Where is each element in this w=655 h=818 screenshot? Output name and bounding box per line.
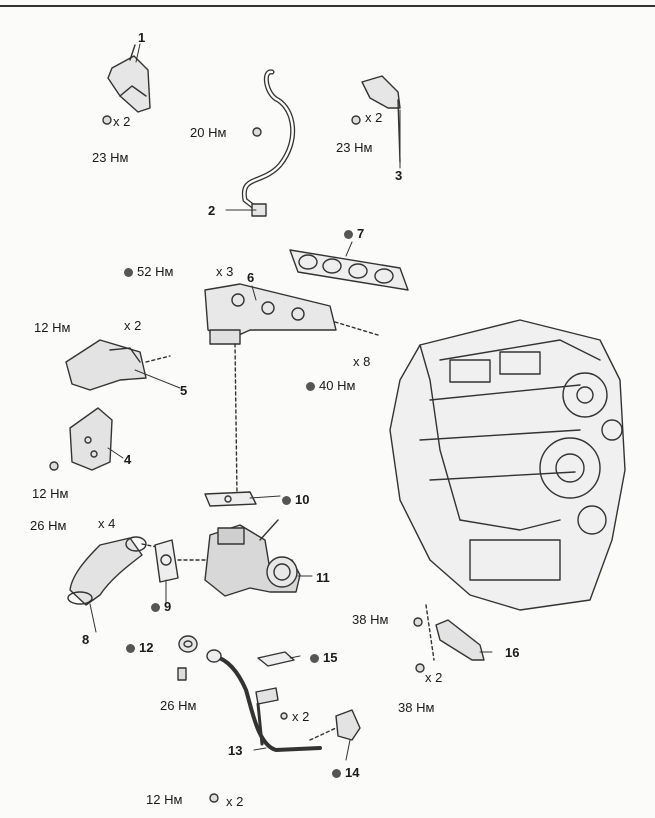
callout-9-dot	[151, 603, 160, 612]
torque-manifold-bolts-dot	[306, 382, 315, 391]
callout-8: 8	[82, 632, 90, 647]
callout-10-number: 10	[295, 492, 310, 507]
callout-3: 3	[395, 168, 403, 183]
elbow-pipe-8-drawing	[67, 536, 163, 606]
callout-7-dot	[344, 230, 353, 239]
torque-elbow: 26 Нм	[30, 518, 67, 533]
torque-heat-shield-4: 12 Нм	[32, 486, 69, 501]
callout-6: 6	[247, 270, 255, 285]
torque-return-pipe: 12 Нм	[146, 792, 183, 807]
callout-12: 12	[126, 640, 153, 655]
callout-10: 10	[282, 492, 309, 507]
qty-manifold-nuts: x 8	[353, 354, 371, 369]
callout-12-number: 12	[139, 640, 154, 655]
callout-15-number: 15	[323, 650, 338, 665]
torque-bracket-16-top: 38 Нм	[352, 612, 389, 627]
torque-manifold-bolts-value: 40 Нм	[319, 378, 356, 393]
callout-7-number: 7	[357, 226, 365, 241]
qty-elbow: x 4	[98, 516, 116, 531]
gasket-9-drawing	[154, 539, 206, 583]
engine-block-drawing	[389, 319, 626, 611]
oil-return-pipe-13-drawing	[206, 649, 322, 752]
torque-banjo: 26 Нм	[160, 698, 197, 713]
qty-bracket-3: x 2	[365, 110, 383, 125]
heat-shield-5-drawing	[65, 339, 171, 391]
bracket-16-drawing	[413, 604, 485, 673]
qty-bracket-16: x 2	[425, 670, 443, 685]
bolt-bottom-drawing	[209, 793, 219, 803]
gasket-7-drawing	[289, 249, 409, 291]
leader-lines	[89, 43, 493, 761]
torque-heat-shield-5: 12 Нм	[34, 320, 71, 335]
torque-bracket-3: 23 Нм	[336, 140, 373, 155]
callout-13: 13	[228, 743, 243, 758]
callout-9: 9	[151, 599, 171, 614]
gasket-10-drawing	[204, 491, 257, 507]
torque-oil-pipe: 20 Нм	[190, 125, 227, 140]
callout-1: 1	[138, 30, 146, 45]
callout-10-dot	[282, 496, 291, 505]
qty-fitting-14: x 2	[292, 709, 310, 724]
qty-heat-shield-5: x 2	[124, 318, 142, 333]
qty-bracket-1: x 2	[113, 114, 131, 129]
callout-7: 7	[344, 226, 364, 241]
torque-bracket-1: 23 Нм	[92, 150, 129, 165]
qty-return-pipe: x 2	[226, 794, 244, 809]
torque-bracket-16-bottom: 38 Нм	[398, 700, 435, 715]
callout-11: 11	[316, 570, 330, 585]
oil-pipe-2-drawing	[241, 69, 296, 217]
callout-9-number: 9	[164, 599, 172, 614]
callout-5: 5	[180, 383, 188, 398]
torque-manifold-nut-dot	[124, 268, 133, 277]
callout-12-dot	[126, 644, 135, 653]
heat-shield-4-drawing	[49, 407, 113, 471]
manifold-6-drawing	[204, 283, 379, 496]
torque-manifold-nut: 52 Нм	[124, 264, 173, 279]
callout-4: 4	[124, 452, 132, 467]
bracket-1-drawing	[102, 44, 151, 125]
fitting-14-drawing	[280, 709, 361, 741]
qty-manifold-nut: x 3	[216, 264, 234, 279]
callout-14-dot	[332, 769, 341, 778]
callout-14: 14	[332, 765, 359, 780]
callout-14-number: 14	[345, 765, 360, 780]
turbocharger-11-drawing	[204, 519, 301, 597]
callout-15-dot	[310, 654, 319, 663]
callout-16: 16	[505, 645, 520, 660]
gasket-15-drawing	[257, 651, 295, 667]
torque-manifold-bolts: 40 Нм	[306, 378, 355, 393]
washer-12-drawing	[177, 635, 198, 681]
torque-manifold-nut-value: 52 Нм	[137, 264, 174, 279]
callout-2: 2	[208, 203, 216, 218]
callout-15: 15	[310, 650, 337, 665]
